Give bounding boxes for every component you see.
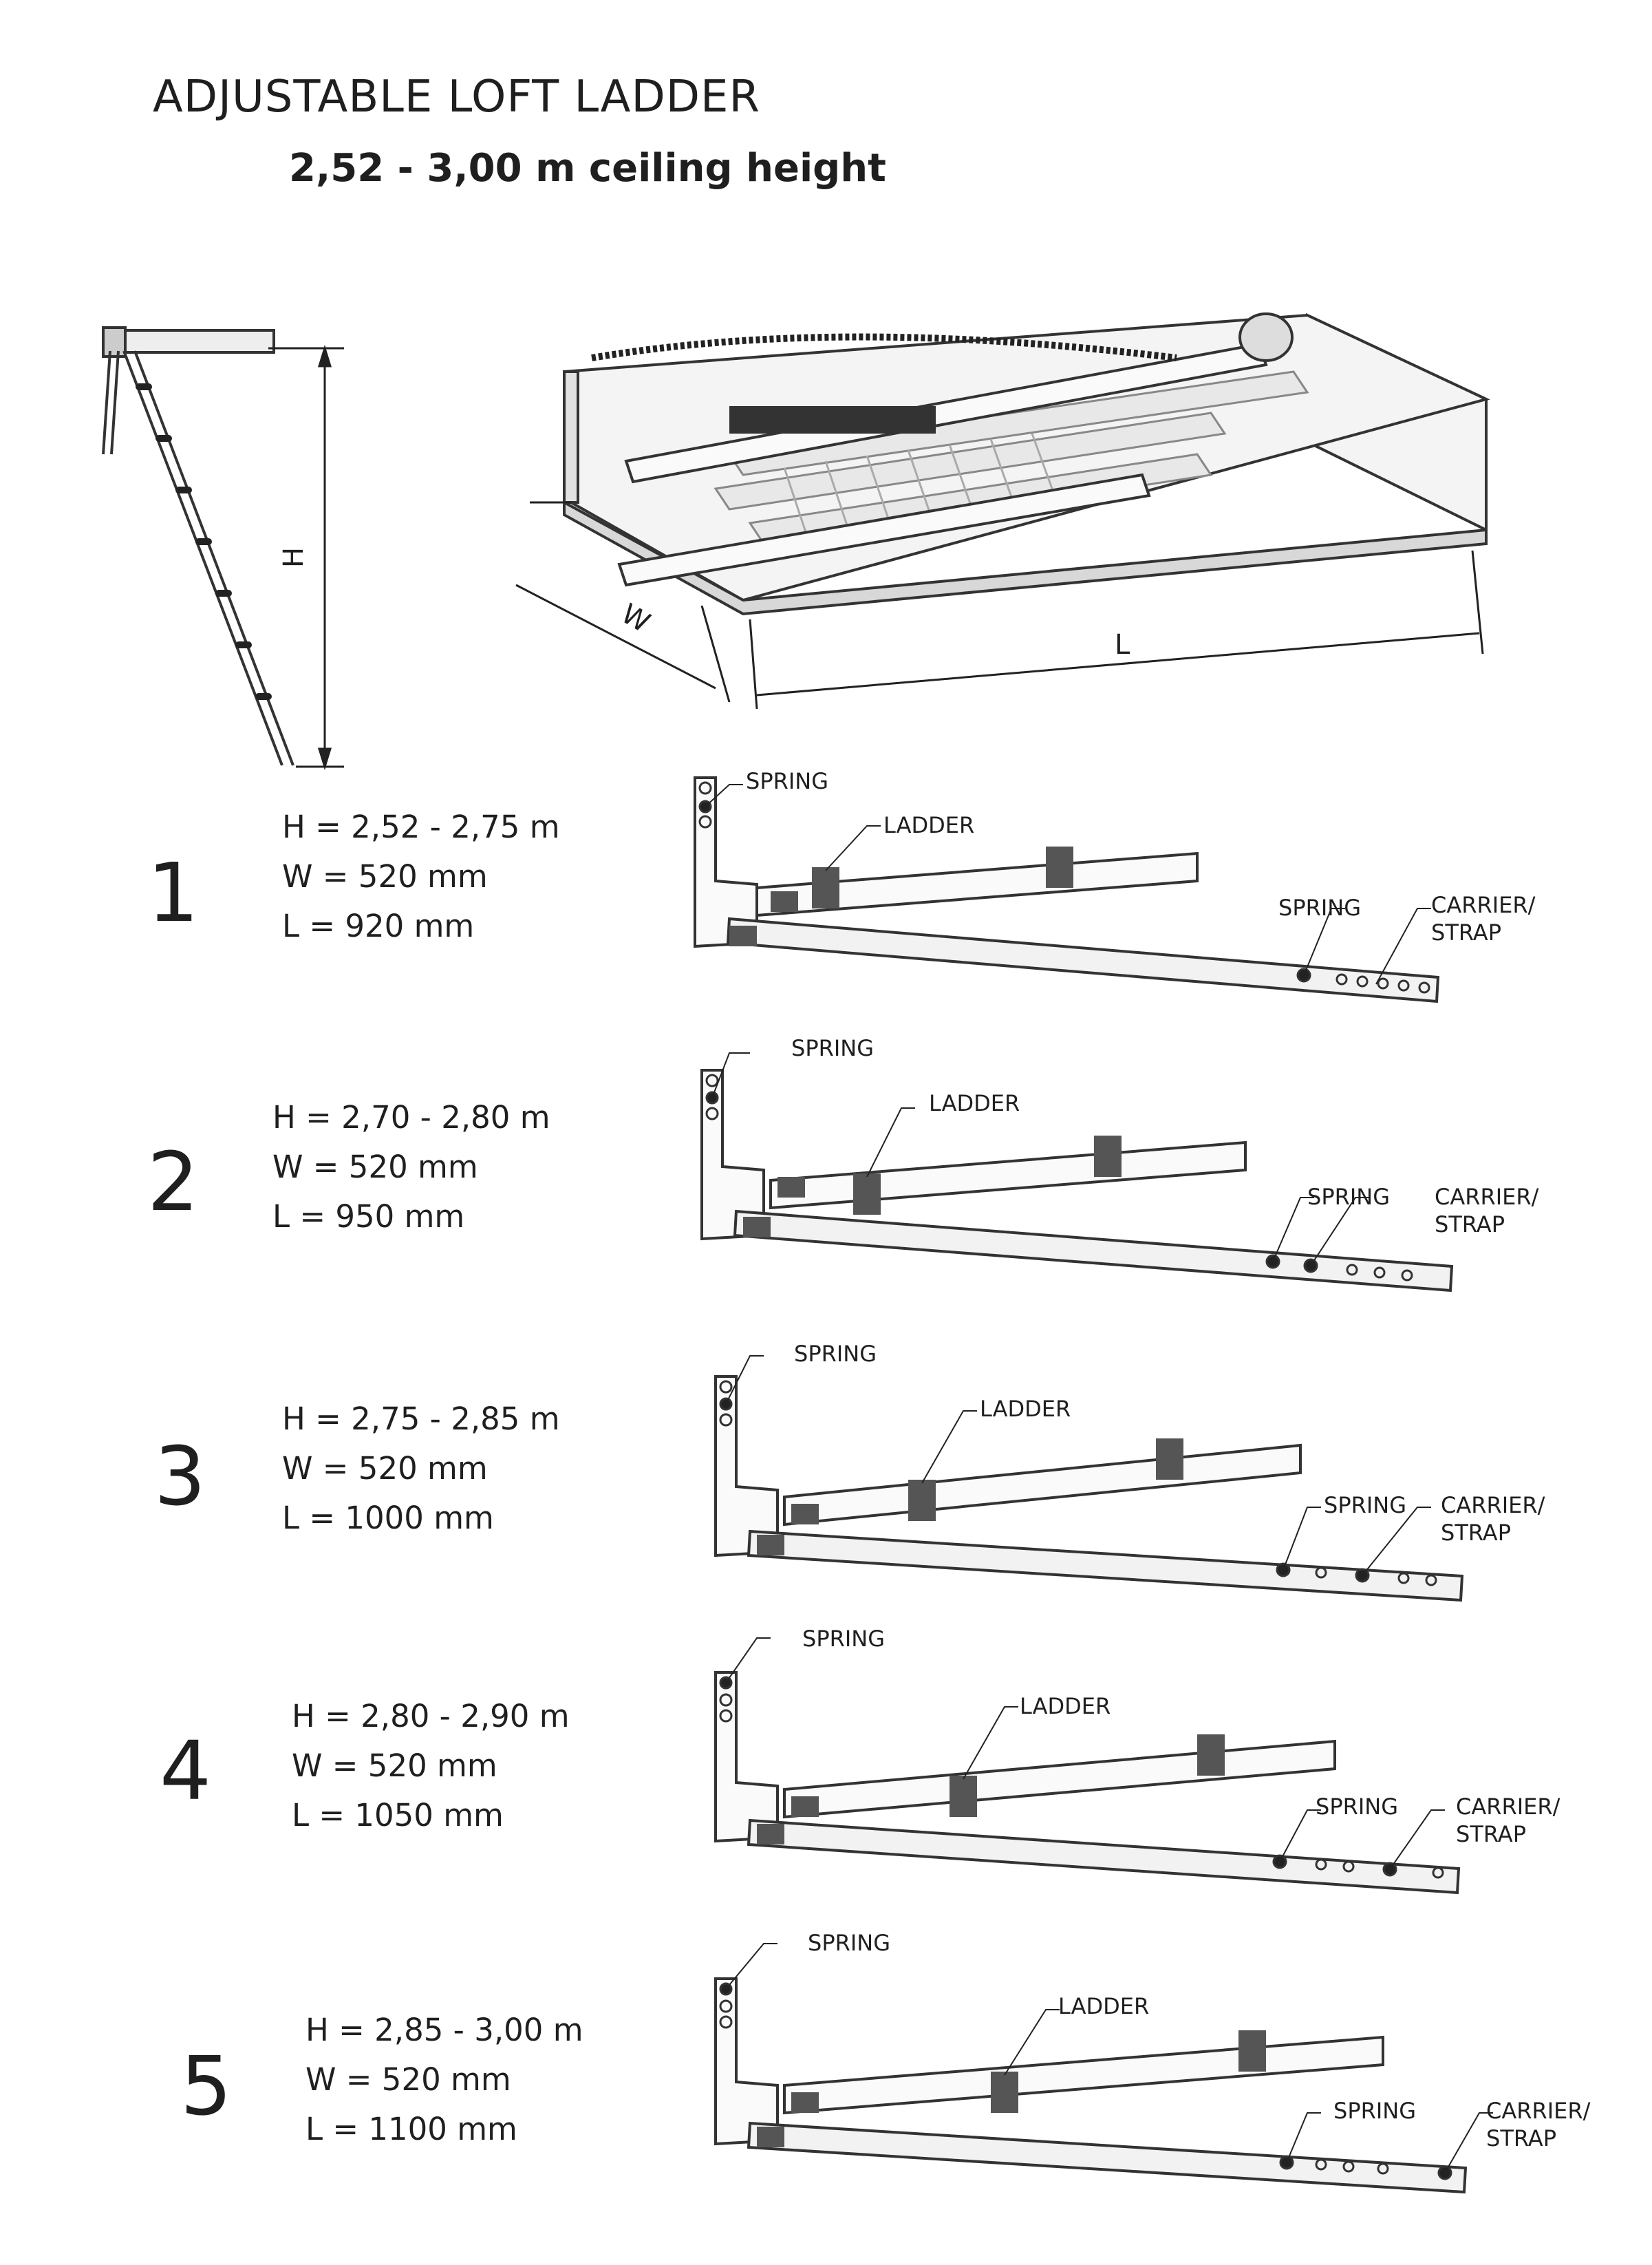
ladder-label: LADDER: [883, 812, 974, 838]
config-number: 3: [154, 1429, 206, 1524]
width-spec: W = 520 mm: [282, 1450, 488, 1487]
config-specs: H = 2,52 - 2,75 m W = 520 mm L = 920 mm: [282, 802, 560, 951]
carrier-label-line2: STRAP: [1441, 1520, 1511, 1546]
ladder-label: LADDER: [1058, 1993, 1149, 2019]
spring-label-bottom: SPRING: [1333, 2098, 1416, 2124]
carrier-label-line1: CARRIER/: [1486, 2098, 1591, 2124]
config-specs: H = 2,85 - 3,00 m W = 520 mm L = 1100 mm: [305, 2006, 583, 2154]
spring-label-top: SPRING: [802, 1626, 885, 1652]
spring-label-top: SPRING: [794, 1341, 877, 1367]
config-specs: H = 2,70 - 2,80 m W = 520 mm L = 950 mm: [272, 1093, 550, 1242]
w-dimension-label: W: [616, 598, 655, 639]
carrier-label-line1: CARRIER/: [1431, 892, 1536, 918]
mechanism-diagram: SPRING LADDER SPRING CARRIER/ STRAP: [714, 1626, 1560, 1895]
length-spec: L = 1100 mm: [305, 2111, 517, 2147]
width-spec: W = 520 mm: [272, 1149, 478, 1185]
spring-label-top: SPRING: [808, 1930, 890, 1956]
carrier-label-line2: STRAP: [1435, 1211, 1505, 1237]
carrier-label-line1: CARRIER/: [1441, 1492, 1545, 1518]
height-spec: H = 2,52 - 2,75 m: [282, 809, 560, 845]
h-dimension-label: H: [278, 547, 310, 568]
config-specs: H = 2,80 - 2,90 m W = 520 mm L = 1050 mm: [292, 1692, 570, 1840]
config-number: 1: [147, 845, 200, 940]
mechanism-diagram: SPRING LADDER SPRING CARRIER/ STRAP: [694, 768, 1536, 1003]
config-number: 4: [160, 1723, 212, 1818]
page-subtitle: 2,52 - 3,00 m ceiling height: [289, 146, 886, 191]
l-dimension-label: L: [1115, 629, 1130, 661]
mechanism-diagram: SPRING LADDER SPRING CARRIER/ STRAP: [714, 1930, 1591, 2194]
height-spec: H = 2,80 - 2,90 m: [292, 1698, 570, 1734]
mechanism-diagram: SPRING LADDER SPRING CARRIER/ STRAP: [714, 1341, 1545, 1602]
width-spec: W = 520 mm: [292, 1747, 497, 1784]
carrier-label-line2: STRAP: [1456, 1821, 1526, 1847]
spring-label-bottom: SPRING: [1307, 1184, 1390, 1210]
carrier-label-line2: STRAP: [1431, 919, 1501, 946]
height-spec: H = 2,70 - 2,80 m: [272, 1099, 550, 1136]
length-spec: L = 920 mm: [282, 908, 475, 944]
spring-label-bottom: SPRING: [1316, 1794, 1398, 1820]
spring-label-bottom: SPRING: [1278, 895, 1361, 921]
length-spec: L = 950 mm: [272, 1198, 465, 1235]
config-number: 5: [180, 2039, 233, 2134]
carrier-label-line2: STRAP: [1486, 2125, 1556, 2151]
width-spec: W = 520 mm: [282, 858, 488, 895]
ladder-label: LADDER: [929, 1090, 1020, 1116]
spring-label-top: SPRING: [746, 768, 828, 794]
length-spec: L = 1000 mm: [282, 1500, 494, 1536]
spring-label-bottom: SPRING: [1324, 1492, 1406, 1518]
height-spec: H = 2,85 - 3,00 m: [305, 2012, 583, 2048]
config-number: 2: [147, 1134, 200, 1229]
carrier-label-line1: CARRIER/: [1456, 1794, 1560, 1820]
mechanism-diagram: SPRING LADDER SPRING CARRIER/ STRAP: [700, 1035, 1539, 1293]
carrier-label-line1: CARRIER/: [1435, 1184, 1539, 1210]
height-spec: H = 2,75 - 2,85 m: [282, 1401, 560, 1437]
spring-label-top: SPRING: [791, 1035, 874, 1061]
length-spec: L = 1050 mm: [292, 1797, 504, 1833]
page-title: ADJUSTABLE LOFT LADDER: [153, 72, 760, 123]
ladder-label: LADDER: [1020, 1693, 1111, 1719]
config-specs: H = 2,75 - 2,85 m W = 520 mm L = 1000 mm: [282, 1394, 560, 1543]
hatch-box-illustration: W L: [515, 312, 1490, 710]
ladder-label: LADDER: [980, 1396, 1071, 1422]
width-spec: W = 520 mm: [305, 2061, 511, 2098]
ladder-side-view: H: [102, 326, 344, 771]
